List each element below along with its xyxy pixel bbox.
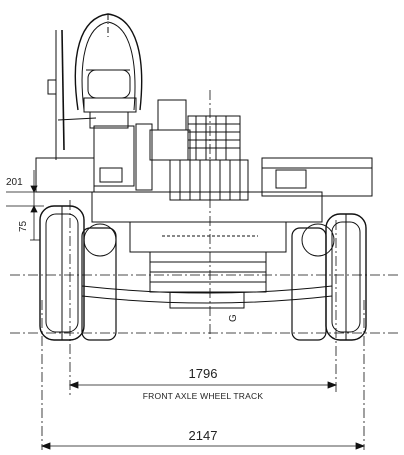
reference-lines bbox=[10, 90, 398, 450]
centerline-mark: G bbox=[228, 314, 239, 322]
left-wheel bbox=[39, 205, 117, 341]
platforms bbox=[35, 157, 373, 197]
width-dimensions bbox=[40, 381, 366, 450]
rops-frame bbox=[55, 13, 143, 160]
cab-body bbox=[47, 79, 153, 191]
dim-label-201: 201 bbox=[6, 177, 23, 188]
dim-label-75: 75 bbox=[18, 220, 29, 232]
front-track-value: 1796 bbox=[189, 366, 218, 381]
front-track-caption: FRONT AXLE WHEEL TRACK bbox=[143, 391, 264, 401]
seat bbox=[83, 69, 137, 129]
height-dimensions bbox=[6, 170, 44, 241]
front-axle bbox=[81, 223, 335, 304]
chassis bbox=[91, 191, 323, 309]
engine-block bbox=[149, 99, 249, 201]
right-wheel bbox=[291, 213, 367, 341]
overall-width-value: 2147 bbox=[189, 428, 218, 443]
